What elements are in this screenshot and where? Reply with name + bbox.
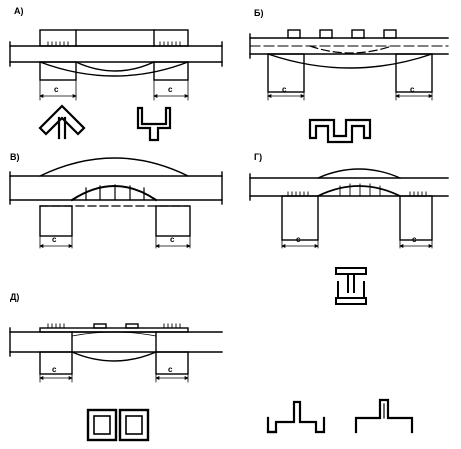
panel-v-drawing [9,157,223,249]
panel-label-b: Б) [254,8,263,18]
dimension-label: с [412,235,417,244]
panel-g-drawing [249,168,449,305]
panel-label-d: Д) [10,292,19,302]
extra-sections [266,398,414,434]
dimension-label: с [410,85,415,94]
panel-label-a: А) [14,6,24,16]
dimension-label: с [282,85,287,94]
panel-label-v: В) [10,152,20,162]
dimension-label: с [168,365,173,374]
dimension-label: с [52,365,57,374]
panel-b-drawing [249,29,449,144]
dimension-label: с [54,85,59,94]
dimension-label: с [168,85,173,94]
dimension-label: с [170,235,175,244]
panel-label-g: Г) [254,152,262,162]
panel-a-drawing [9,29,223,142]
dimension-label: с [52,235,57,244]
panel-d-drawing [9,323,223,442]
dimension-label: с [296,235,301,244]
